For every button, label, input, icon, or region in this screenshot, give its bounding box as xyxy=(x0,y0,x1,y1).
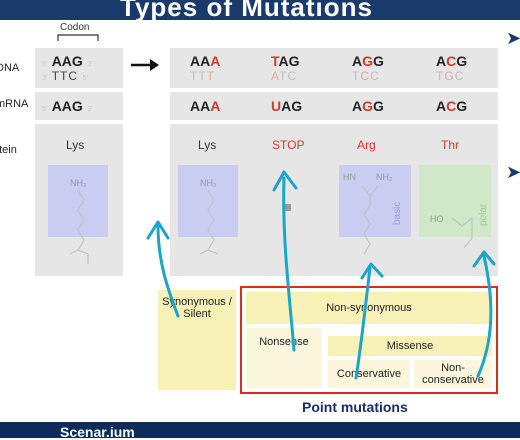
mutant-3-amino-acid: Arg xyxy=(357,138,376,152)
non-synonymous-box: Non-synonymous xyxy=(246,292,492,324)
point-mutations-label: Point mutations xyxy=(302,399,408,415)
arrow-conservative-to-arg xyxy=(354,266,372,380)
arg-molecule-structure xyxy=(361,185,379,255)
codon-bracket xyxy=(57,34,99,41)
bullet-arrow-icon-2: ➤ xyxy=(506,162,520,182)
original-amino-acid: Lys xyxy=(66,138,85,152)
original-nh2-label: NH₂ xyxy=(70,178,87,188)
original-molecule-highlight xyxy=(48,165,108,237)
mutation-arrow-icon xyxy=(131,59,159,71)
mutant-2-mrna: UAG xyxy=(271,98,303,114)
original-molecule-structure xyxy=(69,189,89,264)
arg-hn-label: HN xyxy=(343,172,356,182)
mutant-2-complement: ATC xyxy=(271,69,298,83)
bullet-arrow-icon-1: ➤ xyxy=(506,28,520,48)
mutant-1-complement: TTT xyxy=(190,69,216,83)
mutant-4-amino-acid: Thr xyxy=(441,138,459,152)
codon-label: Codon xyxy=(60,22,90,33)
thr-molecule-structure xyxy=(451,216,473,249)
arrow-nonconservative-to-thr xyxy=(476,254,493,378)
arrow-nonsense-to-stop-head xyxy=(272,170,298,192)
lys-molecule-highlight xyxy=(178,165,238,237)
mutant-mrna-panel xyxy=(170,92,498,120)
mutant-3-dna: AGG xyxy=(352,53,384,69)
original-mrna-codon: AAG xyxy=(51,98,83,114)
original-mrna-strand: 5' AAG 3' xyxy=(42,98,93,114)
mutant-column-2: TAG ATC xyxy=(271,53,321,83)
mutant-column-3: AGG TCC xyxy=(352,53,402,83)
mutant-1-dna: AAA xyxy=(190,53,221,69)
mutant-column-1: AAA TTT xyxy=(190,53,240,83)
thr-ho-label: HO xyxy=(430,214,444,224)
footer-text: Scenar.ium xyxy=(60,424,135,440)
synonymous-box: Synonymous / Silent xyxy=(158,290,236,390)
lys-nh2-label: NH₂ xyxy=(200,178,217,188)
mutant-2-dna: TAG xyxy=(271,53,300,69)
mutant-dna-panel xyxy=(170,48,498,88)
arrow-synonymous-to-lys xyxy=(156,224,180,318)
conservative-box: Conservative xyxy=(328,360,410,388)
mutant-4-dna: ACG xyxy=(436,53,468,69)
arrow-nonsense-to-stop xyxy=(282,176,296,352)
mutant-4-complement: TGC xyxy=(436,69,465,83)
original-dna-codon: AAG xyxy=(51,53,83,69)
arrow-synonymous-to-lys-head xyxy=(146,220,170,240)
footer-bar xyxy=(0,422,520,438)
row-label-protein: Protein xyxy=(0,144,17,156)
original-dna-bottom-strand: 3' TTC 5' xyxy=(42,69,88,83)
mutant-column-4: ACG TGC xyxy=(436,53,486,83)
stop-marker xyxy=(284,204,291,211)
arrow-conservative-to-arg-head xyxy=(360,262,384,280)
row-label-mrna: mRNA xyxy=(0,98,29,110)
lys-molecule-structure xyxy=(199,189,219,255)
mutant-3-complement: TCC xyxy=(352,69,380,83)
row-label-dna: DNA xyxy=(0,62,20,74)
mutant-1-mrna: AAA xyxy=(190,98,221,114)
missense-box: Missense xyxy=(328,336,492,356)
mutant-2-amino-acid: STOP xyxy=(272,138,305,152)
arg-molecule-highlight xyxy=(339,165,411,237)
page-title: Types of Mutations xyxy=(120,0,373,20)
mutant-4-mrna: ACG xyxy=(436,98,468,114)
nonsense-box: Nonsense xyxy=(246,328,322,388)
mutant-1-amino-acid: Lys xyxy=(198,138,217,152)
arrow-nonconservative-to-thr-head xyxy=(472,250,496,268)
original-dna-top-strand: 5' AAG 3' xyxy=(42,53,93,69)
title-bar: Types of Mutations xyxy=(0,0,520,20)
original-dna-panel xyxy=(35,48,123,88)
thr-molecule-highlight xyxy=(419,165,491,237)
arg-nh2-label: NH₂ xyxy=(376,172,393,182)
original-mrna-panel xyxy=(35,92,123,120)
mutant-3-mrna: AGG xyxy=(352,98,384,114)
